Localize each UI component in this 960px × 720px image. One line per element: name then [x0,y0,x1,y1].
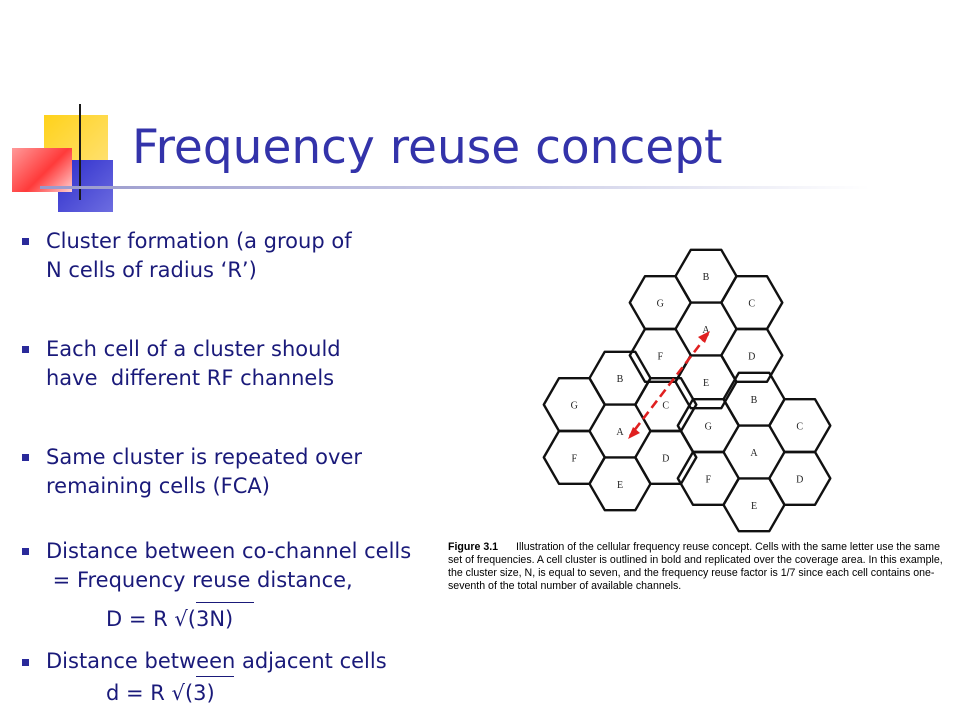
cell-label: A [616,427,624,438]
cell-label: A [702,325,710,336]
cell-label: F [571,453,577,464]
deco-vertical-line [79,104,81,200]
page-title: Frequency reuse concept [132,120,723,175]
bullet-text: Distance between co-channel cells = Freq… [46,539,412,592]
bullet-text: Cluster formation (a group of N cells of… [46,229,352,282]
bullet-marker [22,548,29,555]
bullet-text: Each cell of a cluster should have diffe… [46,337,341,390]
cell-label: B [703,272,710,283]
cell-label: G [705,422,712,433]
cell-labels: A B C D E F G A B C D E F G A B C D E F G [571,272,804,512]
cluster-boundary-cell [542,376,607,433]
cell-label: F [657,351,663,362]
cluster-boundary-cell [628,275,693,331]
cell-label: D [796,474,803,485]
cell-label: D [662,453,669,464]
cell-label: C [748,299,755,310]
bullet-marker [22,454,29,461]
sqrt-vinculum [196,602,254,603]
cell-label: E [617,480,623,491]
bullet-marker [22,659,29,666]
cell-label: G [571,401,578,412]
cluster-outlines [542,248,832,533]
cell-label: E [703,378,709,389]
frequency-reuse-diagram: A B C D E F G A B C D E F G A B C D E F G [542,248,832,533]
adjacent-distance-equation: d = R √(3) [106,681,215,705]
cell-label: B [751,395,758,406]
cell-label: D [748,351,755,362]
sqrt-vinculum [196,676,234,677]
cell-label: C [796,422,803,433]
cell-label: E [751,501,757,512]
bullet-text: Same cluster is repeated over remaining … [46,445,362,498]
bullet-marker [22,238,29,245]
reuse-distance-equation: D = R √(3N) [106,607,234,631]
deco-red-square [12,148,72,192]
cluster-boundary-cell [676,397,741,454]
cell-label: C [662,401,669,412]
cell-label: F [705,474,711,485]
bullet-marker [22,346,29,353]
bullet-text: Distance between adjacent cells [46,649,387,673]
cell-label: A [750,448,758,459]
cell-label: G [657,299,664,310]
title-underline [40,186,870,189]
cell-label: B [617,374,624,385]
reuse-distance-arrow [628,331,710,439]
